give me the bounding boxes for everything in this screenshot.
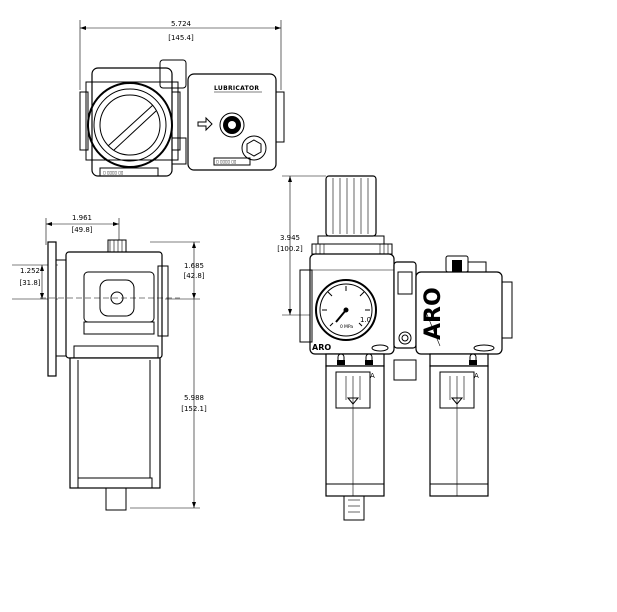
lubricator-body: ARO [415, 255, 513, 355]
regulator-knob [311, 175, 393, 255]
lubricator-top: LUBRICATOR ▯ ▯▯▯▯ ▯▯ [187, 73, 285, 171]
port-height-inch: 1.252 [20, 267, 40, 275]
connector-block [393, 261, 417, 381]
depth-mm: [49.8] [71, 226, 92, 234]
gauge-zero: 0 [340, 324, 343, 330]
top-to-port-inch: 1.685 [184, 262, 204, 270]
top-to-port-mm: [42.8] [183, 272, 204, 280]
gauge-unit: MPa [344, 324, 353, 330]
front-view: 3.945 [100.2] [277, 175, 513, 521]
regulator-bowl: A [325, 353, 385, 521]
lubricator-brand: ARO [421, 287, 446, 340]
regulator-brand: ARO [312, 343, 331, 352]
regulator-body: 0 1.0 MPa ARO [299, 253, 395, 355]
side-view: 1.961 [49.8] 1.252 [31.8] 1.685 [42.8] 5… [12, 214, 207, 511]
dimension-depth: 1.961 [49.8] [45, 214, 120, 245]
gauge-value: 1.0 [360, 316, 371, 324]
dimension-overall-width: 5.724 [145.4] [79, 20, 282, 90]
lubricator-bowl: A [429, 353, 489, 497]
lubricator-label: LUBRICATOR [214, 85, 259, 92]
arrow-right-icon [197, 116, 213, 132]
overall-width-mm: [145.4] [168, 34, 194, 42]
regulator-top: ▯ ▯▯▯▯ ▯▯ [79, 59, 187, 177]
overall-height-mm: [152.1] [181, 405, 207, 413]
regulator-top-plate-text: ▯ ▯▯▯▯ ▯▯ [103, 171, 123, 176]
pressure-gauge-icon: 0 1.0 MPa [315, 279, 377, 341]
knob-height-inch: 3.945 [280, 234, 300, 242]
lubricator-plate-text: ▯ ▯▯▯▯ ▯▯ [216, 160, 236, 165]
dimension-height: 1.685 [42.8] 5.988 [152.1] [130, 241, 207, 509]
regulator-drain-mark: A [370, 372, 375, 380]
port-height-mm: [31.8] [19, 279, 40, 287]
padlock-icon [337, 353, 345, 360]
knob-height-mm: [100.2] [277, 245, 303, 253]
overall-width-inch: 5.724 [171, 20, 192, 28]
top-view: 5.724 [145.4] ▯ ▯▯▯▯ ▯▯ LUBRICATOR [79, 20, 285, 177]
depth-inch: 1.961 [72, 214, 92, 222]
lubricator-drain-mark: A [474, 372, 479, 380]
overall-height-inch: 5.988 [184, 394, 204, 402]
